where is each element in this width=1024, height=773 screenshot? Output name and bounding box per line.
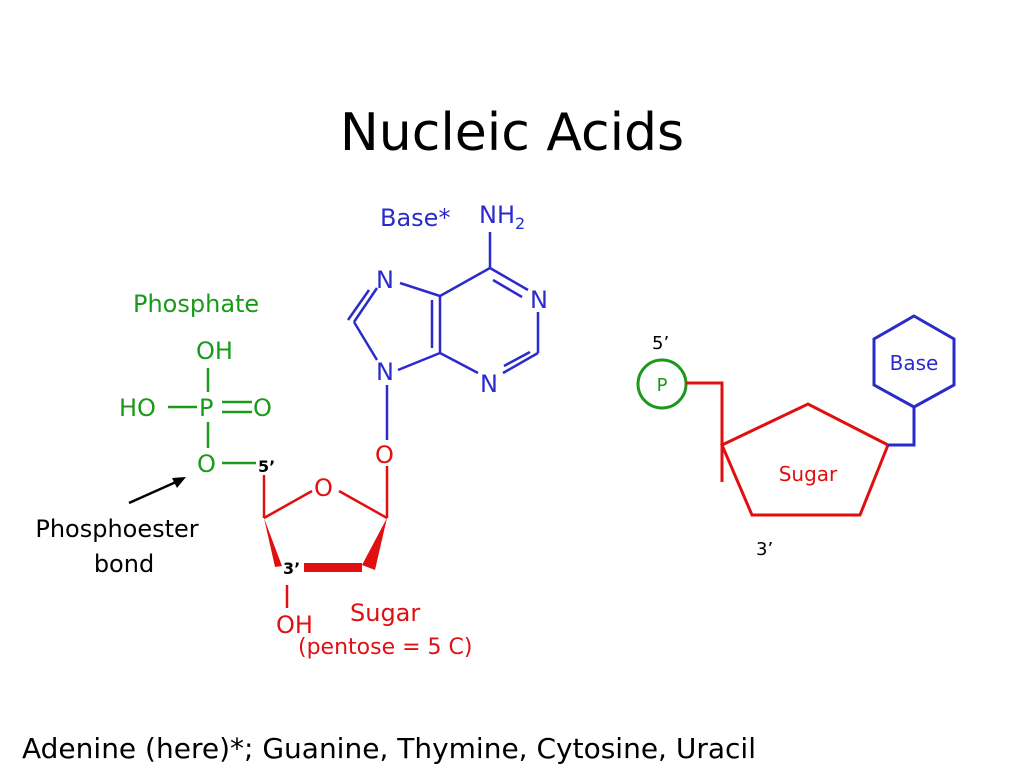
phosphate-ho: HO	[119, 394, 156, 422]
sugar-sublabel: (pentose = 5 C)	[298, 635, 472, 660]
phosphorus-atom: P	[199, 394, 213, 422]
schematic-five-prime: 5’	[652, 333, 669, 354]
three-prime-label: 3’	[283, 559, 300, 578]
bases-caption: Adenine (here)*; Guanine, Thymine, Cytos…	[22, 732, 756, 765]
bond-label-line1: Phosphoester	[35, 515, 198, 543]
page-title: Nucleic Acids	[340, 103, 684, 163]
n-atom-3: N	[376, 266, 394, 294]
base-label: Base*	[380, 204, 450, 232]
wedge-bond-right	[362, 518, 387, 570]
wedge-bond-left	[264, 518, 282, 567]
phosphoester-arrow	[128, 480, 177, 505]
phosphate-bonds	[168, 368, 256, 465]
phosphate-label: Phosphate	[133, 290, 259, 318]
nh2-label: NH2	[479, 201, 525, 233]
phosphate-oh: OH	[196, 337, 233, 365]
schematic-sugar	[686, 381, 890, 517]
adenine-base	[346, 232, 540, 440]
phosphate-double-o: O	[253, 394, 272, 422]
schematic-three-prime: 3’	[756, 539, 773, 560]
nh2-subscript: 2	[515, 214, 525, 233]
schematic-base-label: Base	[890, 351, 939, 375]
n-atom-4: N	[376, 358, 394, 386]
base-link-oxygen: O	[375, 441, 394, 469]
sugar-label: Sugar	[350, 599, 420, 627]
ring-oxygen: O	[314, 474, 333, 502]
bond-label-line2: bond	[94, 550, 154, 578]
arrow-head-icon	[172, 477, 186, 488]
bold-bottom-bond	[304, 563, 362, 572]
schematic-p-label: P	[657, 375, 668, 396]
five-prime-label: 5’	[258, 457, 275, 476]
phosphate-ester-oxygen: O	[197, 450, 216, 478]
nh2-text: NH	[479, 201, 515, 229]
schematic-base	[872, 314, 956, 447]
sugar-oh: OH	[276, 611, 313, 639]
n-atom-2: N	[480, 370, 498, 398]
schematic-sugar-label: Sugar	[779, 462, 838, 486]
sugar-ring	[262, 466, 389, 608]
n-atom-1: N	[530, 286, 548, 314]
